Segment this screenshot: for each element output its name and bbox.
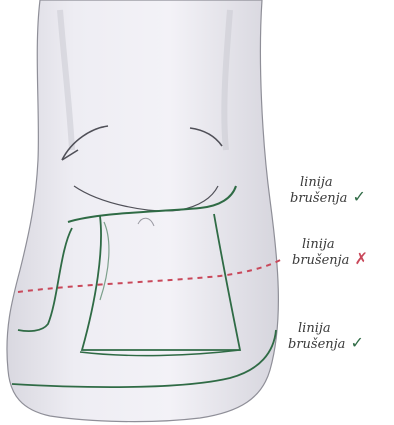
label-line2: brušenja: [290, 191, 347, 206]
finish-line-label-3: linija brušenja✓: [288, 322, 364, 352]
finish-line-label-1: linija brušenja✓: [290, 176, 366, 206]
check-mark-icon: ✓: [350, 333, 363, 352]
label-line2: brušenja: [288, 337, 345, 352]
tooth-outline: [7, 0, 278, 422]
label-line2: brušenja: [292, 253, 349, 268]
cross-mark-icon: ✗: [354, 249, 367, 268]
finish-line-label-2: linija brušenja✗: [292, 238, 368, 268]
check-mark-icon: ✓: [352, 187, 365, 206]
